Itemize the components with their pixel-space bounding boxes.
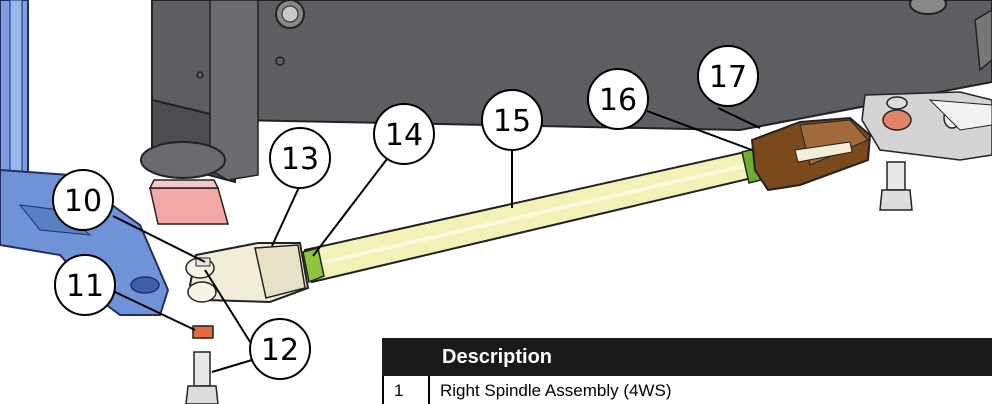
jam-nut-left [302, 247, 325, 284]
callout-10-label: 10 [64, 184, 102, 219]
header-number-cell [382, 338, 430, 376]
row-number-cell: 1 [382, 376, 430, 404]
tie-rod [303, 150, 754, 284]
callout-14: 14 [373, 103, 435, 165]
callout-11: 11 [54, 254, 116, 316]
table-row: 1 Right Spindle Assembly (4WS) [382, 376, 992, 404]
pad-block [148, 179, 229, 225]
row-description-cell: Right Spindle Assembly (4WS) [440, 381, 672, 400]
leader-lines [112, 107, 761, 373]
callout-15: 15 [481, 89, 543, 151]
callout-12-label: 12 [261, 333, 299, 368]
callout-16: 16 [587, 68, 649, 130]
right-bracket [861, 91, 992, 211]
callout-16-label: 16 [599, 83, 637, 118]
parts-table-header: Description [382, 338, 992, 376]
callout-12: 12 [249, 318, 311, 380]
callout-17-label: 17 [709, 60, 747, 95]
callout-15-label: 15 [493, 104, 531, 139]
callout-13: 13 [269, 127, 331, 189]
rod-end-right [750, 116, 872, 192]
rod-end-left [185, 242, 310, 304]
frame-housing [140, 0, 992, 184]
callout-11-label: 11 [66, 269, 104, 304]
spacer-bushing [192, 325, 214, 339]
callout-13-label: 13 [281, 142, 319, 177]
callout-10: 10 [52, 169, 114, 231]
parts-table: Description 1 Right Spindle Assembly (4W… [382, 338, 992, 404]
header-description-cell: Description [442, 346, 553, 368]
callout-17: 17 [697, 45, 759, 107]
callout-14-label: 14 [385, 118, 423, 153]
bolt [185, 351, 219, 404]
